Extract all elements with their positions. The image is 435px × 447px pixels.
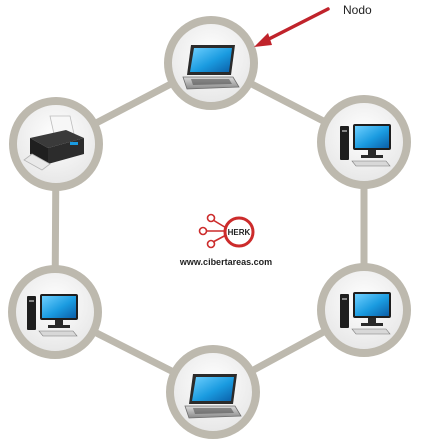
- logo-text: HERK: [228, 228, 251, 237]
- laptop-icon: [184, 374, 242, 419]
- laptop-icon: [182, 45, 240, 90]
- desktop-computer-icon: [27, 294, 78, 337]
- desktop-computer-icon: [340, 124, 391, 167]
- molecule-icon: [198, 213, 229, 249]
- desktop-computer-icon: [340, 292, 391, 335]
- printer-icon: [23, 115, 84, 171]
- annotation-arrow: [254, 7, 330, 47]
- logo-badge: [223, 216, 255, 248]
- annotation-label: Nodo: [343, 3, 372, 17]
- watermark-logo: HERK: [198, 213, 255, 249]
- watermark-url: www.cibertareas.com: [179, 257, 272, 267]
- ring-links: [51, 59, 368, 396]
